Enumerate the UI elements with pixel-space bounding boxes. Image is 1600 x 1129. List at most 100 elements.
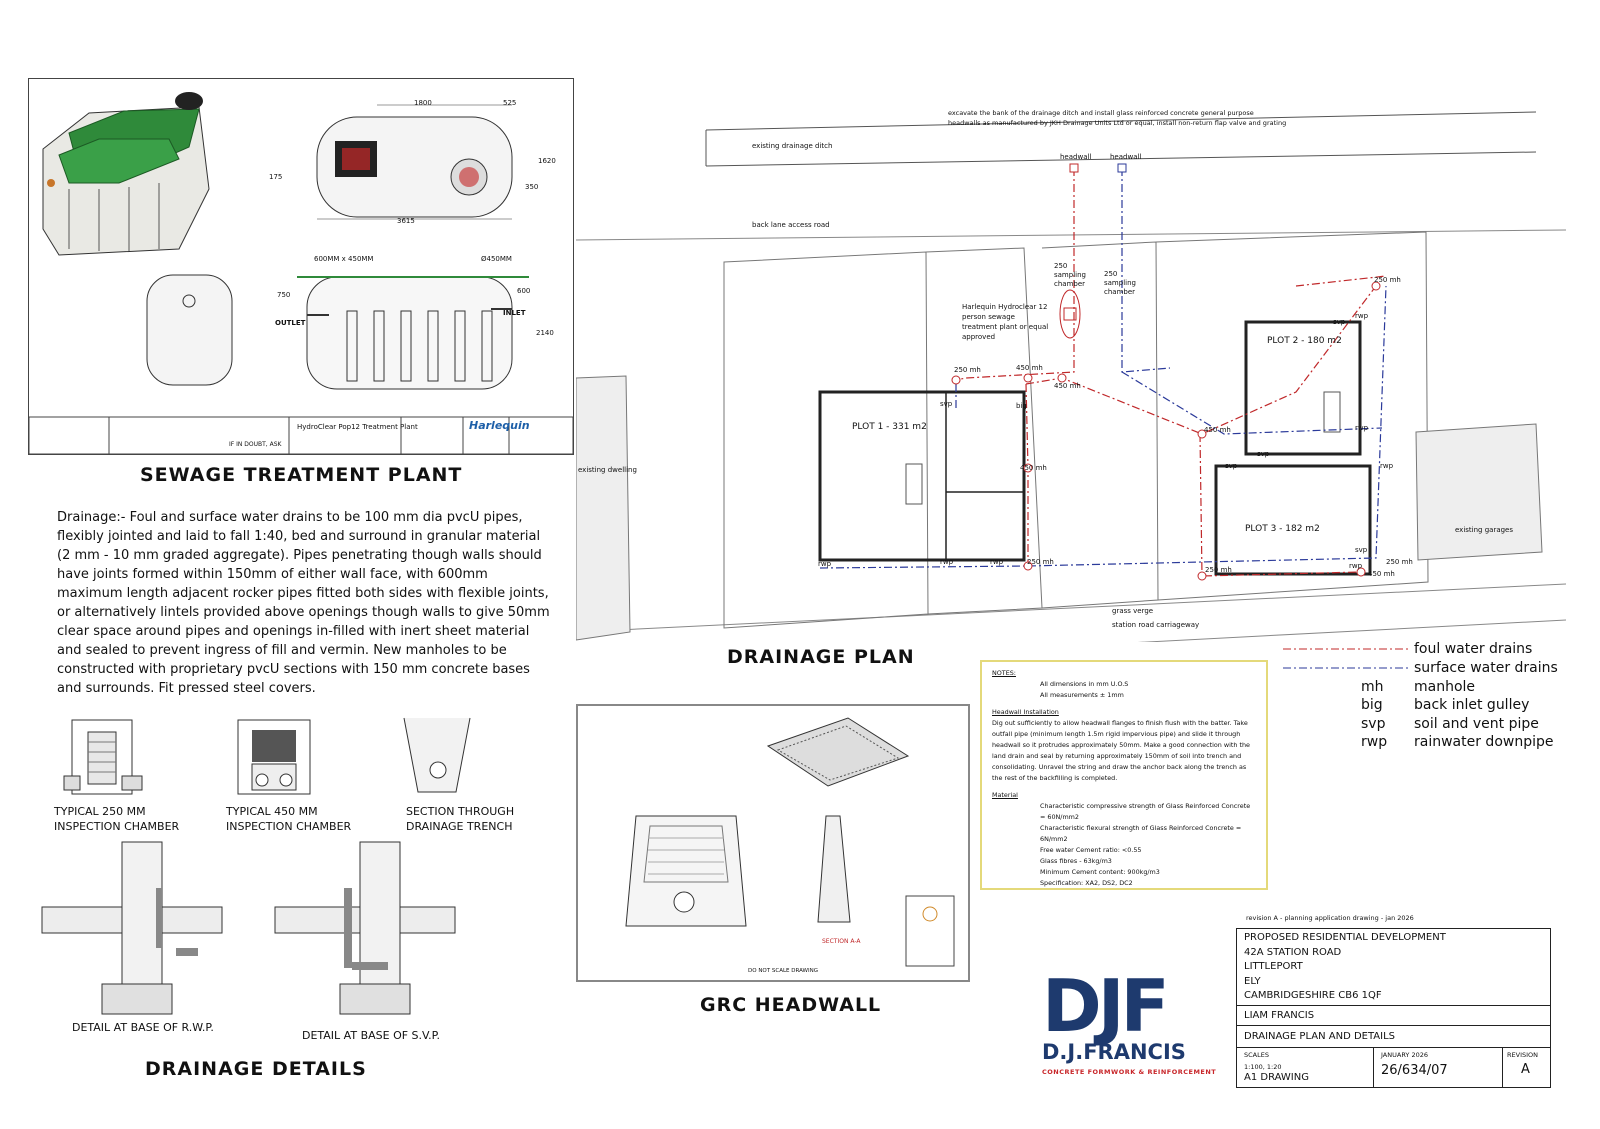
legend-manhole: manhole xyxy=(1414,679,1476,695)
revision-note: revision A - planning application drawin… xyxy=(1246,914,1414,922)
headwall-2-label: headwall xyxy=(1110,153,1142,161)
detail-rwp-base xyxy=(41,841,223,1015)
dim-175: 175 xyxy=(269,173,283,181)
revision-label: REVISION xyxy=(1507,1051,1539,1059)
mh-label: 450 mh xyxy=(1054,382,1081,390)
big-label: big xyxy=(1016,402,1027,410)
legend-key: rwp xyxy=(1361,734,1388,750)
product-name: HydroClear Pop12 Treatment Plant xyxy=(297,423,418,431)
dim-2140: 2140 xyxy=(536,329,554,337)
grc-headwall-heading: GRC HEADWALL xyxy=(700,994,882,1016)
back-lane-label: back lane access road xyxy=(752,221,830,229)
tank-plan-view xyxy=(316,104,513,220)
sewage-title-block xyxy=(28,416,574,455)
legend-foul: foul water drains xyxy=(1414,641,1533,657)
drainage-details-svg xyxy=(41,717,471,1015)
dim-350: 350 xyxy=(525,183,539,191)
section-label: SECTION A-A xyxy=(822,938,861,945)
harlequin-logo: Harlequin xyxy=(469,419,530,432)
rwp-label: rwp xyxy=(1355,312,1369,320)
drainage-plan-heading: DRAINAGE PLAN xyxy=(727,646,915,668)
legend-key: mh xyxy=(1361,679,1384,695)
mh-label: 450 mh xyxy=(1020,464,1047,472)
svp-label: svp xyxy=(940,400,953,408)
mh-label: 450 mh xyxy=(1368,570,1395,578)
headwall-notes: NOTES: All dimensions in mm U.O.S All me… xyxy=(980,660,1268,890)
drainage-notes: Drainage:- Foul and surface water drains… xyxy=(57,510,550,696)
drainage-plan-svg xyxy=(576,111,1566,642)
dim-dia: Ø450MM xyxy=(481,255,512,263)
caption-svp-base: DETAIL AT BASE OF S.V.P. xyxy=(302,1029,441,1042)
svp-label: svp xyxy=(1333,318,1346,326)
revision-value: A xyxy=(1521,1062,1530,1077)
rwp-label: rwp xyxy=(818,560,832,568)
legend-gulley: back inlet gulley xyxy=(1414,697,1530,713)
detail-svp-base xyxy=(274,841,456,1015)
station-road-label: station road carriageway xyxy=(1112,621,1200,629)
sampling-chamber-1: 250 sampling chamber xyxy=(1054,262,1086,288)
headwall-1-label: headwall xyxy=(1060,153,1092,161)
detail-trench xyxy=(403,717,471,793)
rwp-label: rwp xyxy=(1349,562,1363,570)
mh-label: 250 mh xyxy=(1027,558,1054,566)
mh-label: 450 mh xyxy=(1016,364,1043,372)
inlet-label: INLET xyxy=(503,309,526,317)
logo-letters: DJF xyxy=(1042,964,1170,1048)
detail-250-chamber xyxy=(63,719,143,795)
mh-label: 250 mh xyxy=(1205,566,1232,574)
mh-label: 250 mh xyxy=(1386,558,1413,566)
drawing-number: 26/634/07 xyxy=(1381,1063,1448,1078)
logo-name: D.J.FRANCIS xyxy=(1042,1040,1186,1064)
logo-tagline: CONCRETE FORMWORK & REINFORCEMENT xyxy=(1042,1068,1217,1076)
scales-value: 1:100, 1:20 xyxy=(1244,1063,1282,1071)
tank-3d-view xyxy=(42,92,210,256)
grass-verge-label: grass verge xyxy=(1112,607,1154,615)
scales-label: SCALES xyxy=(1244,1051,1269,1059)
sampling-chamber-2: 250 sampling chamber xyxy=(1104,270,1136,296)
if-in-doubt: IF IN DOUBT, ASK xyxy=(229,441,282,448)
existing-garages-label: existing garages xyxy=(1455,526,1514,534)
legend-key: svp xyxy=(1361,716,1386,732)
plot-3-label: PLOT 3 - 182 m2 xyxy=(1245,524,1320,534)
plot-1-label: PLOT 1 - 331 m2 xyxy=(852,422,927,432)
sewage-plant-heading: SEWAGE TREATMENT PLANT xyxy=(140,464,463,486)
dim-525: 525 xyxy=(503,99,517,107)
plot-2-label: PLOT 2 - 180 m2 xyxy=(1267,336,1342,346)
svp-label: svp xyxy=(1355,546,1368,554)
dim-1800: 1800 xyxy=(414,99,432,107)
rwp-label: rwp xyxy=(1355,424,1369,432)
excavate-note: excavate the bank of the drainage ditch … xyxy=(948,109,1287,127)
scale-note: DO NOT SCALE DRAWING xyxy=(748,968,818,974)
svp-label: svp xyxy=(1257,450,1270,458)
legend-surface: surface water drains xyxy=(1414,660,1558,676)
caption-rwp-base: DETAIL AT BASE OF R.W.P. xyxy=(72,1021,214,1034)
mh-label: 250 mh xyxy=(1374,276,1401,284)
sewage-plant-drawing: 1800 525 1620 175 350 3615 600MM x 450MM… xyxy=(28,78,574,455)
rwp-label: rwp xyxy=(990,558,1004,566)
sheet-size: A1 DRAWING xyxy=(1244,1072,1309,1083)
legend-rwp: rainwater downpipe xyxy=(1414,734,1554,750)
detail-450-chamber xyxy=(237,719,311,795)
dim-750: 750 xyxy=(277,291,291,299)
headwall-svg xyxy=(625,717,955,967)
treatment-plant-label: Harlequin Hydroclear 12 person sewage tr… xyxy=(962,303,1049,341)
outlet-label: OUTLET xyxy=(275,319,306,327)
ditch-label: existing drainage ditch xyxy=(752,142,833,150)
sewage-plant-svg xyxy=(28,92,574,455)
svp-label: svp xyxy=(1225,462,1238,470)
dim-3615: 3615 xyxy=(397,217,415,225)
tank-section-view xyxy=(297,276,529,390)
drainage-details-heading: DRAINAGE DETAILS xyxy=(145,1058,367,1080)
dim-1620: 1620 xyxy=(538,157,556,165)
dim-manhole: 600MM x 450MM xyxy=(314,255,374,263)
address-block: PROPOSED RESIDENTIAL DEVELOPMENT 42A STA… xyxy=(1244,932,1446,1001)
title-block: PROPOSED RESIDENTIAL DEVELOPMENT 42A STA… xyxy=(1236,928,1551,1088)
existing-dwelling-label: existing dwelling xyxy=(578,466,637,474)
rwp-label: rwp xyxy=(1380,462,1394,470)
mh-label: 250 mh xyxy=(954,366,981,374)
legend-svp: soil and vent pipe xyxy=(1414,716,1539,732)
rwp-label: rwp xyxy=(940,558,954,566)
